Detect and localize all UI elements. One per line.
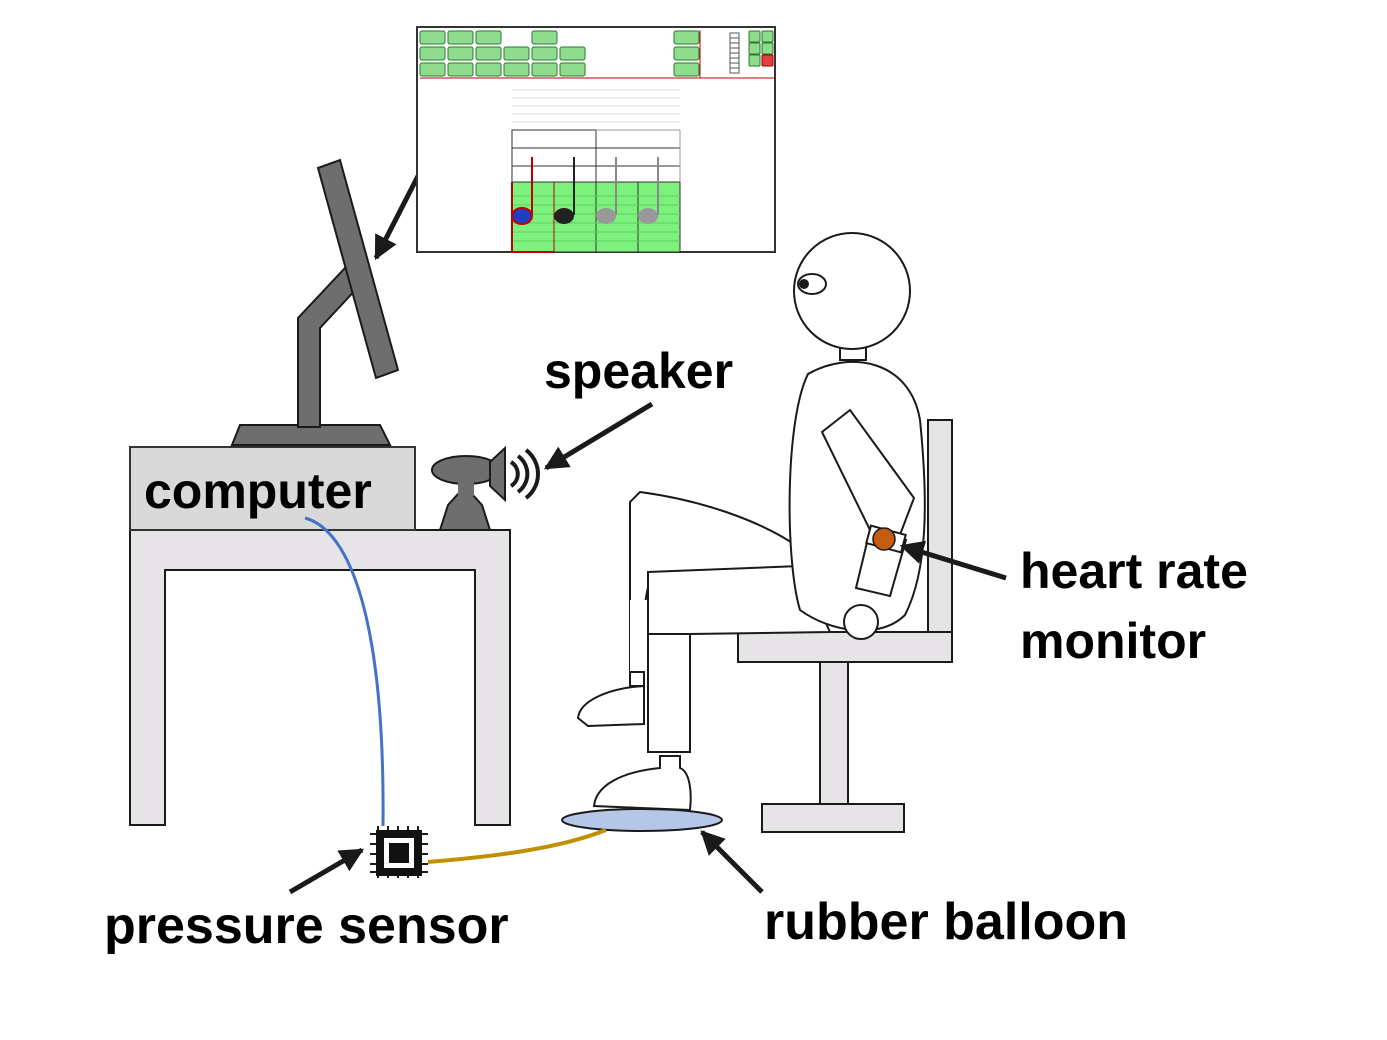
air-tube [427, 828, 607, 864]
screen-inset [416, 26, 776, 253]
desk [129, 529, 511, 826]
eye [797, 273, 827, 295]
note-pending [596, 208, 616, 224]
chair [737, 419, 953, 833]
heart-rate-monitor-label-line1: heart rate [1020, 543, 1248, 599]
chip-icon [370, 826, 428, 878]
note-active [511, 207, 533, 225]
screen-button-grid [419, 30, 774, 77]
note-played [554, 208, 574, 224]
note-pending [638, 208, 658, 224]
sound-waves-icon [509, 448, 540, 500]
screen-level-meter [729, 32, 740, 74]
computer-box [129, 446, 416, 531]
speaker-arrow [543, 401, 654, 471]
speaker-label: speaker [544, 343, 734, 399]
computer-label: computer [144, 463, 372, 519]
rubber-balloon-label: rubber balloon [764, 893, 1128, 951]
monitor [230, 158, 400, 446]
monitor-arrow [373, 174, 421, 261]
speaker [431, 445, 540, 531]
heart-rate-arrow [899, 540, 1007, 581]
rubber-balloon-arrow [700, 830, 764, 894]
pressure-sensor-arrow [288, 847, 365, 895]
note-grid [511, 129, 681, 253]
pressure-sensor-label: pressure sensor [104, 897, 509, 955]
rubber-balloon [561, 808, 723, 832]
heart-rate-monitor-label-line2: monitor [1020, 613, 1207, 669]
person [576, 232, 926, 812]
usb-cable [304, 516, 385, 827]
